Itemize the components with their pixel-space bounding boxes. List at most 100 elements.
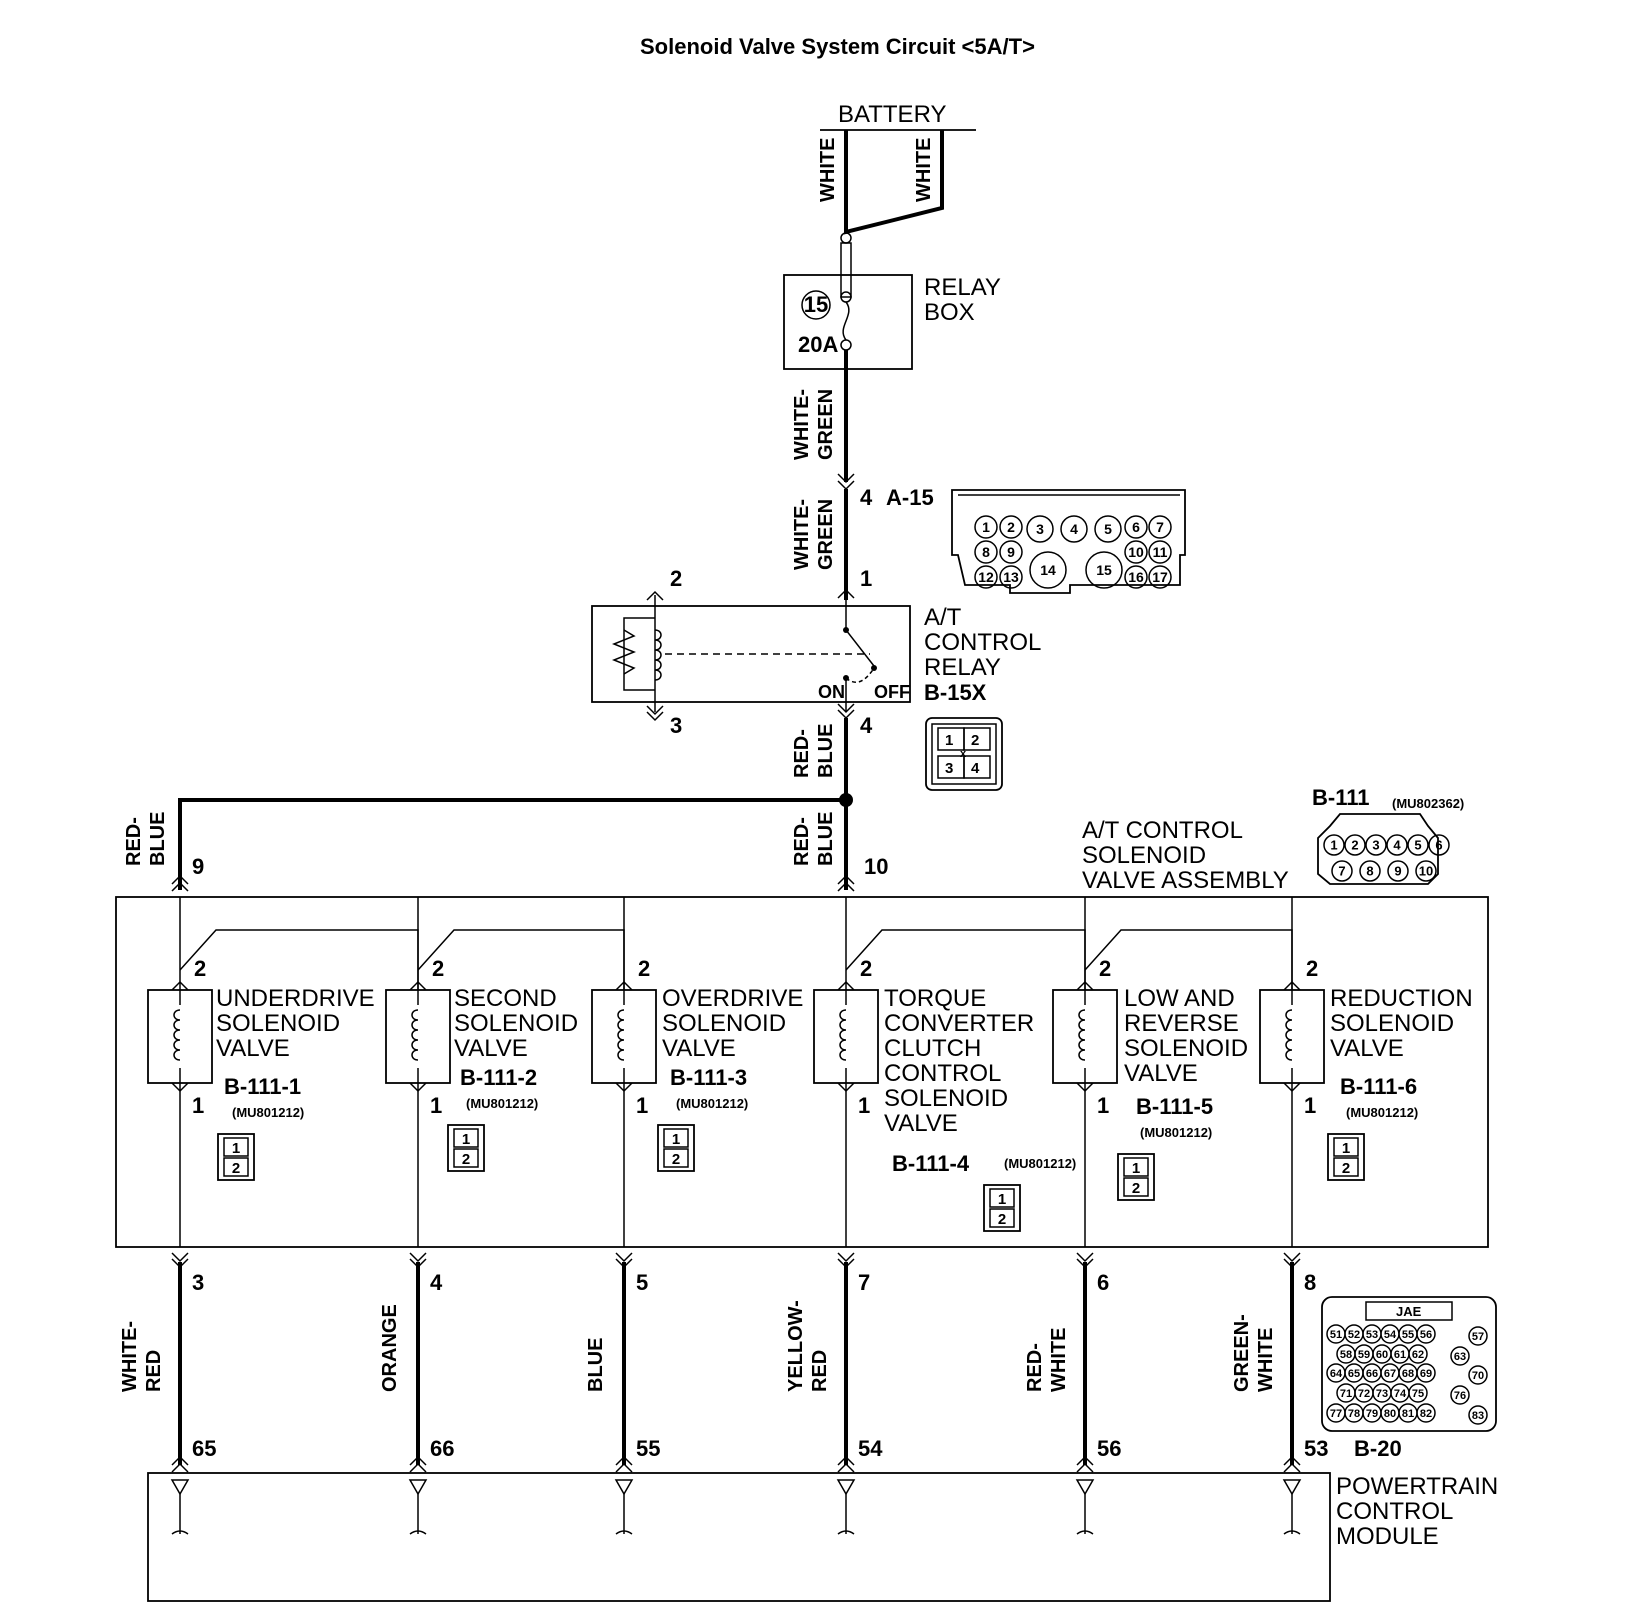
a15-cell: 6 — [1132, 519, 1140, 535]
fuse-number: 15 — [804, 292, 828, 317]
valve-supply-jumper — [845, 929, 1086, 990]
b111-cell: 3 — [1372, 838, 1379, 853]
b111-pin — [1365, 834, 1387, 856]
a15-cell: 3 — [1036, 521, 1044, 537]
diagram-title: Solenoid Valve System Circuit <5A/T> — [640, 34, 1035, 59]
relay-box: 15 20A — [783, 274, 913, 370]
wire-color-label: ORANGE — [379, 1304, 401, 1392]
valve-connector-face — [1327, 1133, 1365, 1181]
valve-connector-part: (MU801212) — [1346, 1105, 1418, 1120]
valve-connector-cell: 1 — [1342, 1140, 1350, 1157]
b20-cell: 53 — [1366, 1329, 1378, 1341]
pcm-terminal-icon — [836, 1479, 856, 1496]
valve-supply-jumper — [179, 929, 419, 990]
b20-cell: 80 — [1384, 1408, 1396, 1420]
b20-cell: 59 — [1358, 1349, 1370, 1361]
valve-connector-part: (MU801212) — [1140, 1125, 1212, 1140]
a15-pin — [974, 540, 998, 564]
valve-label-line: REDUCTION — [1330, 985, 1473, 1012]
b20-cell: 60 — [1376, 1349, 1388, 1361]
b20-connector-face — [1321, 1296, 1497, 1432]
b20-cell: 70 — [1472, 1370, 1484, 1382]
valve-connector-name: B-111-3 — [670, 1065, 747, 1090]
a15-pin — [1094, 515, 1122, 543]
pcm-label-1: POWERTRAIN — [1336, 1473, 1498, 1500]
solenoid-valve-1: 21UNDERDRIVESOLENOIDVALVEB-111-1(MU80121… — [119, 897, 375, 1535]
valve-connector-name: B-111-4 — [892, 1151, 970, 1176]
a15-pin — [1060, 515, 1088, 543]
valve-connector-cell: 2 — [1342, 1160, 1350, 1177]
assembly-output-pin: 5 — [636, 1270, 648, 1295]
b111-cell: 6 — [1435, 838, 1442, 853]
valve-connector-cell: 1 — [1132, 1160, 1140, 1177]
a15-cell: 9 — [1007, 544, 1015, 560]
wire-color-label: RED — [809, 1350, 831, 1392]
valve-label-line: SOLENOID — [454, 1010, 578, 1037]
b20-cell: 58 — [1340, 1349, 1352, 1361]
connector-chevron — [1076, 1455, 1094, 1473]
valve-label-line: VALVE — [216, 1035, 290, 1062]
valve-label-line: REVERSE — [1124, 1010, 1239, 1037]
b15x-cell-2: 2 — [971, 732, 979, 749]
valve-label-line: UNDERDRIVE — [216, 985, 375, 1012]
b15x-cell-3: 3 — [945, 760, 953, 777]
wire-white-green-2b: GREEN — [815, 499, 837, 570]
valve-supply-jumper — [417, 929, 625, 990]
b20-cell: 73 — [1376, 1388, 1388, 1400]
assembly-output-pin: 7 — [858, 1270, 870, 1295]
connector-chevron — [615, 1455, 633, 1473]
resistor-icon — [611, 629, 637, 675]
connector-chevron — [1283, 1455, 1301, 1473]
valve-connector-part: (MU801212) — [466, 1096, 538, 1111]
a15-cell: 8 — [982, 544, 990, 560]
valve-label-line: VALVE — [884, 1110, 958, 1137]
powertrain-control-module — [147, 1472, 1331, 1602]
valve-connector-part: (MU801212) — [1004, 1156, 1076, 1171]
fuse-rating: 20A — [798, 332, 838, 357]
wire-red-blue-3a: RED- — [791, 817, 813, 866]
pcm-terminal-icon — [1075, 1479, 1095, 1496]
relay-label-3: RELAY — [924, 654, 1001, 681]
a15-pin — [1148, 540, 1172, 564]
b15x-cell-4: 4 — [971, 760, 980, 777]
b20-cell: 51 — [1330, 1329, 1342, 1341]
a15-name: A-15 — [886, 485, 934, 510]
relay-box-label-1: RELAY — [924, 274, 1001, 301]
valve-pin-bottom: 1 — [1304, 1093, 1316, 1118]
valve-connector-face — [657, 1124, 695, 1172]
valve-connector-name: B-111-2 — [460, 1065, 537, 1090]
assembly-label-3: VALVE ASSEMBLY — [1082, 867, 1289, 894]
assembly-output-pin: 4 — [430, 1270, 443, 1295]
b111-cell: 1 — [1330, 838, 1337, 853]
a15-cell: 1 — [982, 519, 990, 535]
valve-connector-part: (MU801212) — [676, 1096, 748, 1111]
b111-cell: 2 — [1351, 838, 1358, 853]
solenoid-valve-6: 21REDUCTIONSOLENOIDVALVEB-111-6(MU801212… — [1231, 897, 1473, 1535]
pcm-pin-number: 55 — [636, 1436, 660, 1461]
valve-connector-name: B-111-1 — [224, 1074, 301, 1099]
b111-pin — [1344, 834, 1366, 856]
a15-pin — [999, 540, 1023, 564]
relay-pin-1: 1 — [860, 566, 872, 591]
b20-cell: 74 — [1394, 1388, 1407, 1400]
wire-color-label: RED- — [1024, 1343, 1046, 1392]
valve-pin-bottom: 1 — [192, 1093, 204, 1118]
solenoid-valve-3: 21OVERDRIVESOLENOIDVALVEB-111-3(MU801212… — [585, 897, 803, 1535]
valve-label-line: SOLENOID — [1124, 1035, 1248, 1062]
b20-pin — [1468, 1365, 1488, 1385]
a15-pin: 4 — [860, 485, 873, 510]
wire-white-green-2a: WHITE- — [791, 499, 813, 570]
relay-coil-icon — [654, 629, 662, 681]
connector-chevron — [837, 1455, 855, 1473]
solenoid-valve-assembly — [115, 896, 1489, 1248]
wire-color-label: RED — [143, 1350, 165, 1392]
b111-pin — [1407, 834, 1429, 856]
pcm-pin-number: 54 — [858, 1436, 883, 1461]
valve-label-line: CLUTCH — [884, 1035, 981, 1062]
a15-cell: 2 — [1007, 519, 1015, 535]
b20-cell: 81 — [1402, 1408, 1414, 1420]
assembly-label-2: SOLENOID — [1082, 842, 1206, 869]
b20-pin — [1408, 1344, 1428, 1364]
